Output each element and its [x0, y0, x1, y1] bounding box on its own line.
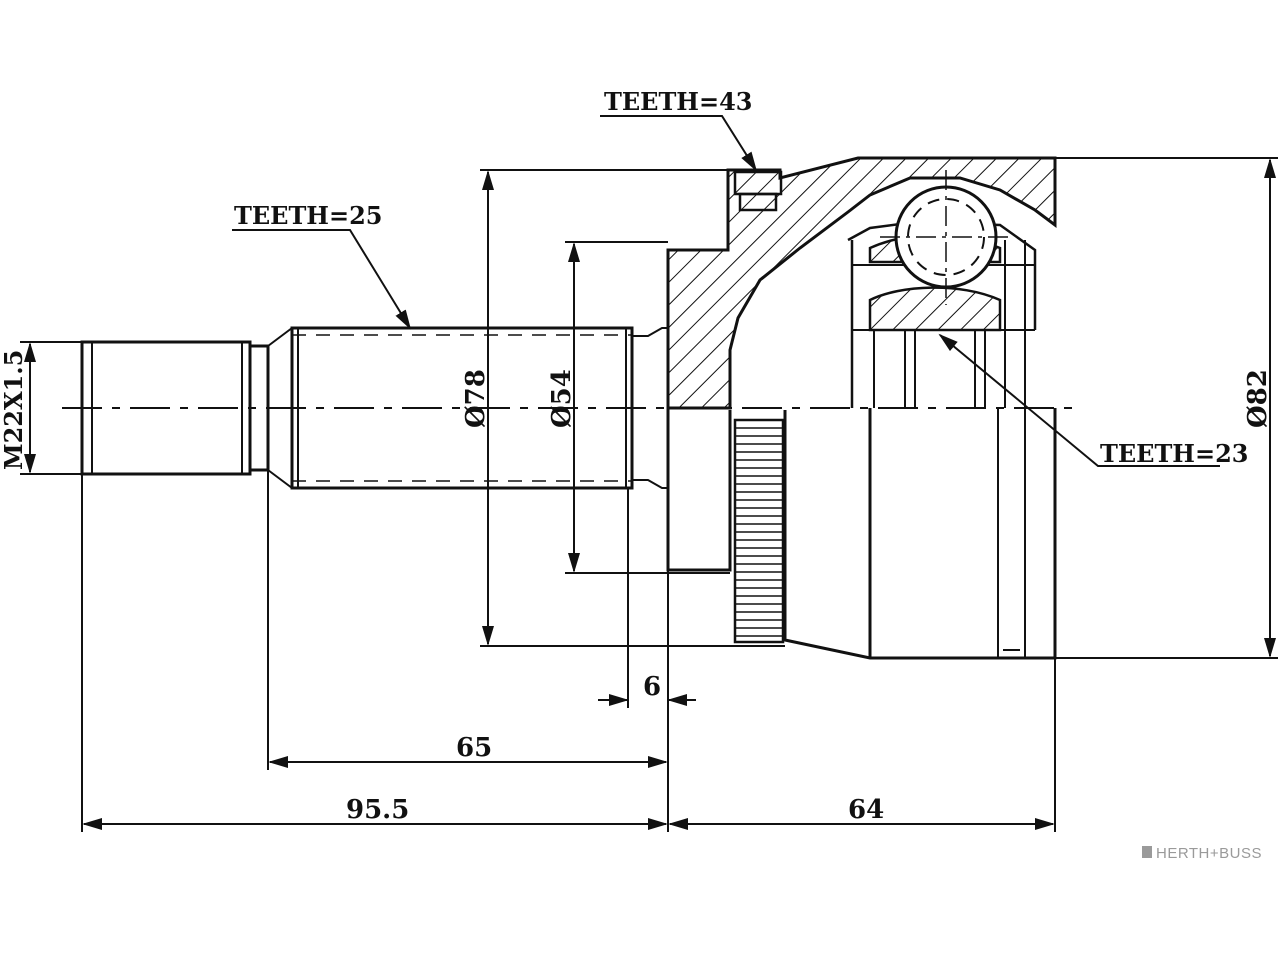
callout-teeth-43: TEETH=43 — [604, 87, 753, 116]
brand-mark-icon — [1142, 846, 1152, 858]
housing-section — [666, 156, 1057, 410]
callout-teeth-23: TEETH=23 — [1100, 439, 1249, 468]
extension-lines — [81, 470, 1056, 832]
label-len-6: 6 — [643, 672, 661, 702]
brand-logo: HERTH+BUSS — [1142, 845, 1262, 862]
dim-dia-54 — [565, 241, 730, 574]
label-thread: M22X1.5 — [0, 350, 28, 470]
label-dia-82: Ø82 — [1243, 369, 1273, 428]
brand-name: HERTH+BUSS — [1156, 845, 1262, 862]
label-len-64: 64 — [848, 795, 884, 825]
label-dia-78: Ø78 — [461, 369, 491, 428]
dim-thread — [20, 341, 82, 475]
label-len-65: 65 — [456, 733, 492, 763]
callout-teeth-25: TEETH=25 — [234, 201, 383, 230]
housing-lower — [666, 408, 1057, 660]
ball — [880, 170, 1012, 305]
splined-shaft — [290, 326, 668, 490]
callout-leaders — [232, 115, 1220, 467]
dim-dia-78 — [480, 169, 785, 647]
dim-dia-82 — [1055, 157, 1278, 659]
label-len-95-5: 95.5 — [346, 795, 409, 825]
abs-ring — [733, 170, 785, 644]
threaded-stub — [80, 327, 293, 489]
label-dia-54: Ø54 — [547, 369, 577, 428]
